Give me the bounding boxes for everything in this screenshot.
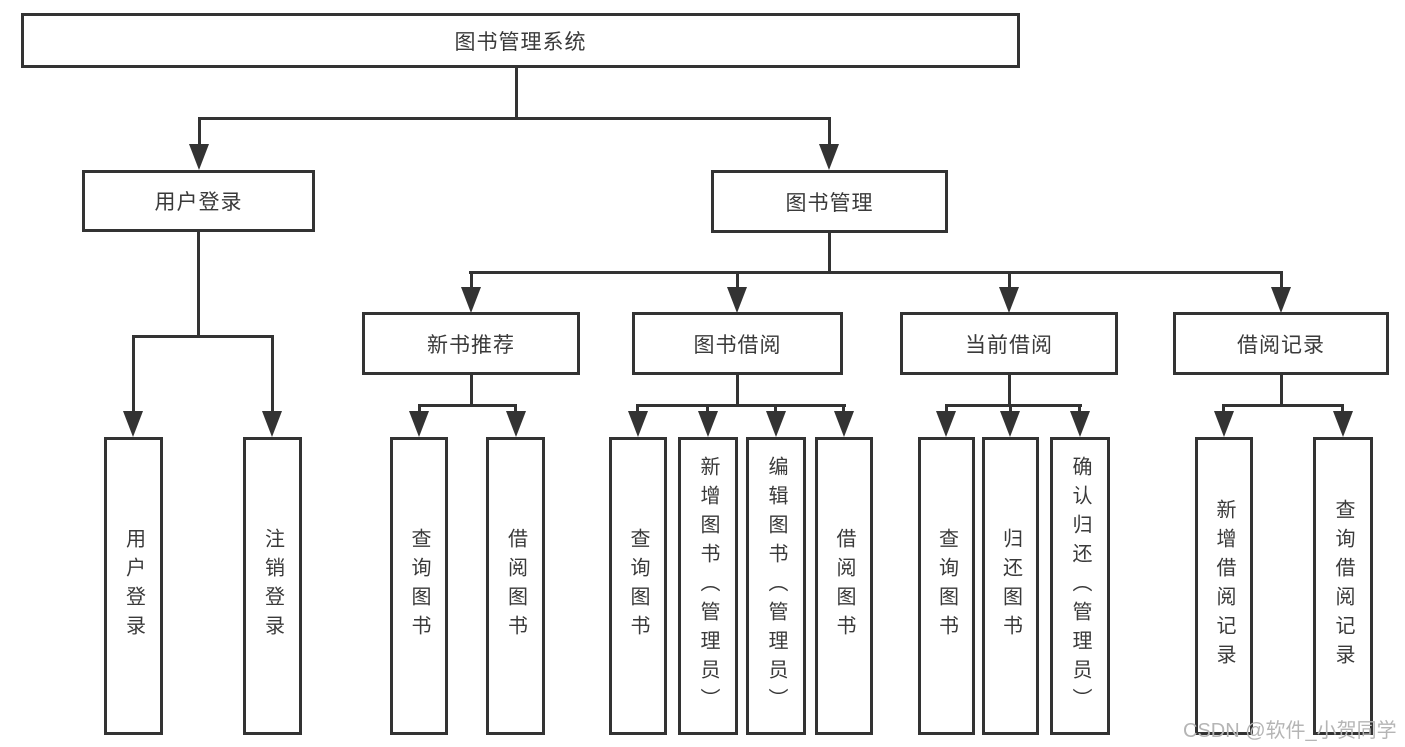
leaf-label: 新增图书（管理员） — [697, 455, 719, 717]
leaf-label: 查询图书 — [935, 528, 958, 644]
connector-v — [1008, 374, 1011, 406]
leaf-label: 查询图书 — [408, 528, 430, 644]
arrow-down-icon — [409, 411, 429, 437]
connector-v — [198, 117, 201, 147]
arrow-down-icon — [628, 411, 648, 437]
arrow-down-icon — [936, 411, 956, 437]
connector-v — [636, 404, 639, 414]
connector-v — [271, 335, 274, 413]
arrow-down-icon — [819, 144, 839, 170]
connector-h — [469, 271, 1283, 274]
connector-v — [1078, 404, 1081, 414]
csdn-watermark: CSDN @软件_小贺同学 — [1183, 720, 1397, 742]
leaf-label: 注销登录 — [261, 528, 284, 644]
connector-h — [418, 404, 517, 407]
connector-h — [637, 404, 846, 407]
arrow-down-icon — [123, 411, 143, 437]
leaf-label: 查询借阅记录 — [1332, 499, 1354, 673]
leaf-label: 新增借阅记录 — [1213, 499, 1235, 673]
connector-v — [706, 404, 709, 414]
leaf-label: 借阅图书 — [504, 528, 527, 644]
connector-v — [1222, 404, 1225, 414]
connector-v — [470, 271, 473, 289]
connector-h — [132, 335, 273, 338]
arrow-down-icon — [834, 411, 854, 437]
connector-h — [1222, 404, 1344, 407]
node-book-management: 图书管理 — [711, 170, 948, 233]
arrow-down-icon — [1070, 411, 1090, 437]
leaf-return-book: 归还图书 — [982, 437, 1039, 735]
leaf-logout: 注销登录 — [243, 437, 302, 735]
leaf-query-books-borrow: 查询图书 — [609, 437, 667, 735]
arrow-down-icon — [1271, 287, 1291, 313]
connector-v — [470, 374, 473, 406]
leaf-label: 借阅图书 — [833, 528, 855, 644]
connector-v — [515, 67, 518, 119]
arrow-down-icon — [1333, 411, 1353, 437]
node-new-book-recommend: 新书推荐 — [362, 312, 580, 375]
connector-h — [945, 404, 1082, 407]
connector-v — [514, 404, 517, 414]
node-borrow-records: 借阅记录 — [1173, 312, 1389, 375]
connector-v — [1008, 271, 1011, 289]
node-user-login: 用户登录 — [82, 170, 315, 232]
connector-h — [198, 117, 831, 120]
arrow-down-icon — [262, 411, 282, 437]
leaf-borrow-books-recommend: 借阅图书 — [486, 437, 545, 735]
node-current-borrow: 当前借阅 — [900, 312, 1118, 375]
arrow-down-icon — [1000, 411, 1020, 437]
leaf-label: 用户登录 — [122, 528, 145, 644]
leaf-label: 确认归还（管理员） — [1069, 455, 1091, 717]
connector-v — [1341, 404, 1344, 414]
leaf-add-book-admin: 新增图书（管理员） — [678, 437, 738, 735]
connector-v — [197, 231, 200, 335]
connector-v — [774, 404, 777, 414]
leaf-confirm-return-admin: 确认归还（管理员） — [1050, 437, 1110, 735]
connector-v — [418, 404, 421, 414]
connector-v — [1009, 404, 1012, 414]
connector-v — [828, 117, 831, 147]
leaf-label: 查询图书 — [627, 528, 649, 644]
leaf-query-borrow-record: 查询借阅记录 — [1313, 437, 1373, 735]
connector-v — [945, 404, 948, 414]
connector-v — [842, 404, 845, 414]
arrow-down-icon — [727, 287, 747, 313]
arrow-down-icon — [766, 411, 786, 437]
arrow-down-icon — [461, 287, 481, 313]
connector-v — [736, 374, 739, 406]
leaf-user-login: 用户登录 — [104, 437, 163, 735]
leaf-edit-book-admin: 编辑图书（管理员） — [746, 437, 806, 735]
leaf-query-books-current: 查询图书 — [918, 437, 975, 735]
leaf-add-borrow-record: 新增借阅记录 — [1195, 437, 1253, 735]
connector-v — [736, 271, 739, 289]
connector-v — [828, 233, 831, 273]
leaf-label: 归还图书 — [999, 528, 1022, 644]
connector-v — [1280, 374, 1283, 406]
arrow-down-icon — [999, 287, 1019, 313]
arrow-down-icon — [189, 144, 209, 170]
leaf-query-books-recommend: 查询图书 — [390, 437, 448, 735]
connector-v — [1280, 271, 1283, 289]
leaf-borrow-books: 借阅图书 — [815, 437, 873, 735]
arrow-down-icon — [1214, 411, 1234, 437]
arrow-down-icon — [698, 411, 718, 437]
node-root: 图书管理系统 — [21, 13, 1020, 68]
leaf-label: 编辑图书（管理员） — [765, 455, 787, 717]
arrow-down-icon — [506, 411, 526, 437]
node-book-borrow: 图书借阅 — [632, 312, 843, 375]
connector-v — [132, 335, 135, 413]
